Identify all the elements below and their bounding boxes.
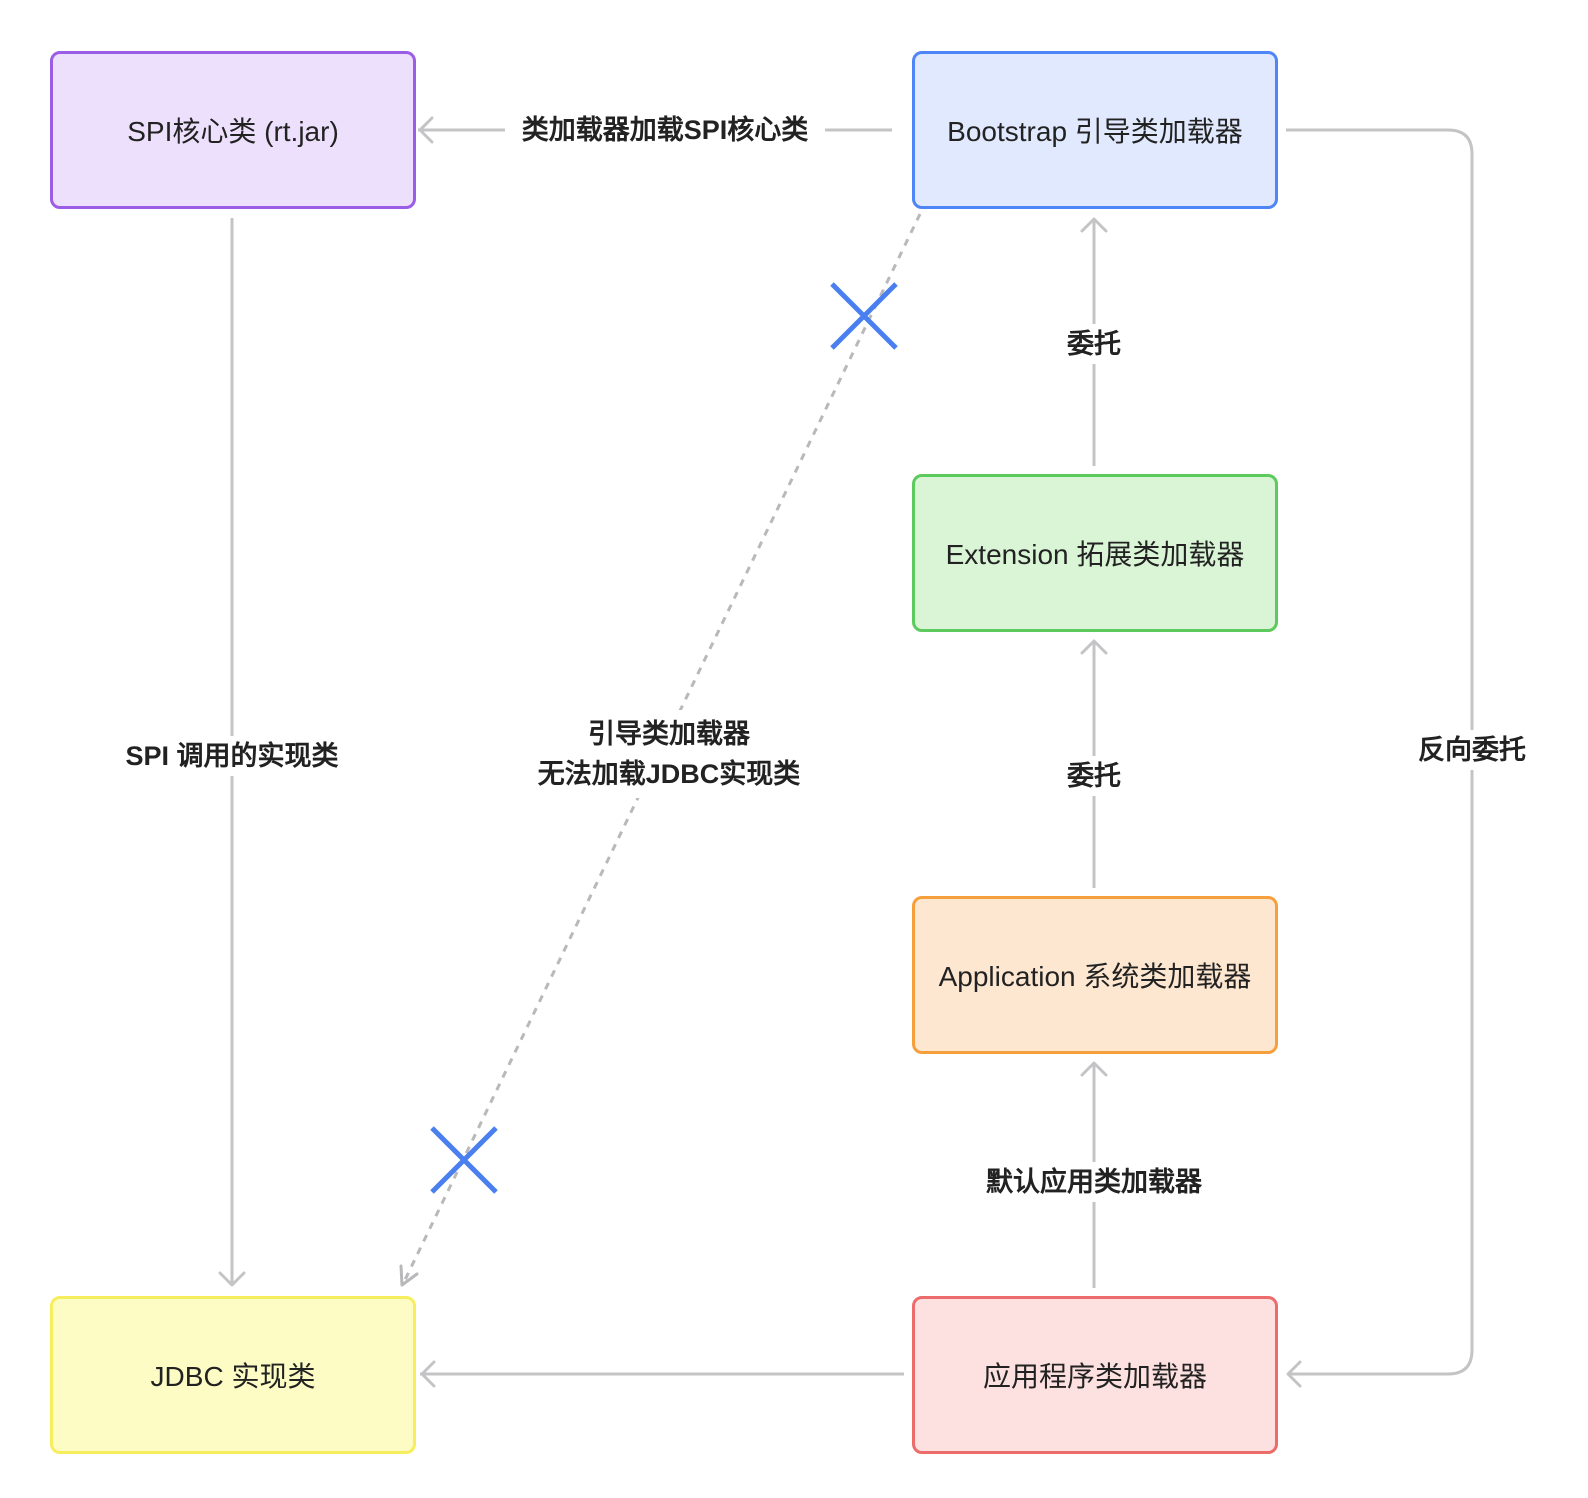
edge-label-reverse: 反向委托 xyxy=(1412,730,1532,770)
node-extension-label: Extension 拓展类加载器 xyxy=(945,539,1245,570)
arrowhead-jdbc-dashed xyxy=(399,1264,419,1287)
arrowhead-bootstrap xyxy=(1080,217,1108,233)
node-bootstrap: Bootstrap 引导类加载器 xyxy=(912,51,1278,209)
node-app-loader-label: 应用程序类加载器 xyxy=(982,1361,1207,1392)
node-application: Application 系统类加载器 xyxy=(912,896,1278,1054)
edge-label-load-spi: 类加载器加载SPI核心类 xyxy=(505,110,825,150)
edge-label-cannot-load-line1: 引导类加载器 xyxy=(588,719,750,749)
node-extension: Extension 拓展类加载器 xyxy=(912,474,1278,632)
edge-label-spi-impl: SPI 调用的实现类 xyxy=(112,736,352,776)
node-jdbc-impl-label: JDBC 实现类 xyxy=(150,1361,316,1392)
node-jdbc-impl: JDBC 实现类 xyxy=(50,1296,416,1454)
edge-label-delegate-2: 委托 xyxy=(1054,756,1134,796)
edge-label-default-app: 默认应用类加载器 xyxy=(976,1162,1212,1202)
arrowhead-jdbc-top xyxy=(218,1271,246,1287)
arrowhead-extension xyxy=(1080,639,1108,655)
node-spi-core: SPI核心类 (rt.jar) xyxy=(50,51,416,209)
cross-icon-bottom xyxy=(430,1126,498,1194)
edge-label-cannot-load: 引导类加载器 无法加载JDBC实现类 xyxy=(520,710,818,798)
node-spi-core-label: SPI核心类 (rt.jar) xyxy=(127,116,339,147)
edge-label-delegate-1: 委托 xyxy=(1054,324,1134,364)
arrowhead-app-loader xyxy=(1286,1360,1302,1388)
node-application-label: Application 系统类加载器 xyxy=(938,961,1252,992)
arrowhead-application xyxy=(1080,1061,1108,1077)
edge-label-cannot-load-line2: 无法加载JDBC实现类 xyxy=(537,759,801,789)
node-bootstrap-label: Bootstrap 引导类加载器 xyxy=(947,116,1243,147)
arrowhead-jdbc-right xyxy=(420,1360,436,1388)
cross-icon-top xyxy=(830,282,898,350)
arrowhead-spi-core xyxy=(418,116,434,144)
node-app-loader: 应用程序类加载器 xyxy=(912,1296,1278,1454)
